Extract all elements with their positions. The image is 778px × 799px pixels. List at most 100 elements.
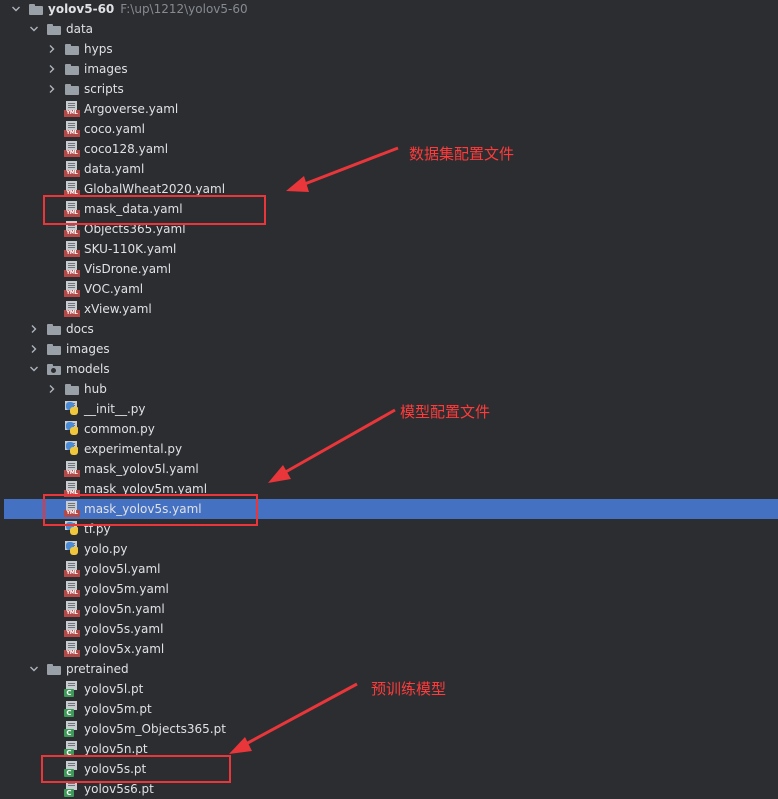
tree-item-models[interactable]: models [0,359,778,379]
highlight-box-mask-data [43,195,266,225]
tree-indent-spacer [46,399,58,419]
yaml-file-icon: YML [64,601,80,617]
tree-indent-spacer [46,459,58,479]
yaml-file-icon: YML [64,501,80,517]
tree-item-label: data.yaml [84,162,145,176]
pt-file-icon: C [64,721,80,737]
root-folder-path: F:\up\1212\yolov5-60 [120,2,248,16]
chevron-right-icon[interactable] [46,59,58,79]
folder-icon [64,41,80,57]
tree-indent-spacer [46,279,58,299]
tree-item-mask-data-yaml[interactable]: YML mask_data.yaml [0,199,778,219]
chevron-down-icon[interactable] [28,659,40,679]
tree-indent-spacer [46,159,58,179]
chevron-right-icon[interactable] [46,39,58,59]
tree-item-label: GlobalWheat2020.yaml [84,182,226,196]
chevron-right-icon[interactable] [46,379,58,399]
tree-item-label: yolov5x.yaml [84,642,165,656]
tree-item-data-yaml[interactable]: YML data.yaml [0,159,778,179]
tree-item-yolov5m-yaml[interactable]: YML yolov5m.yaml [0,579,778,599]
tree-item-label: VisDrone.yaml [84,262,172,276]
yaml-file-icon: YML [64,241,80,257]
yaml-file-icon: YML [64,561,80,577]
tree-item-label: images [66,342,110,356]
folder-icon [64,81,80,97]
package-folder-icon [46,361,62,377]
chevron-down-icon[interactable] [28,359,40,379]
tree-item-label: coco.yaml [84,122,145,136]
tree-item-label: Argoverse.yaml [84,102,179,116]
yaml-file-icon: YML [64,301,80,317]
tree-indent-spacer [46,419,58,439]
tree-item-label: yolov5l.yaml [84,562,161,576]
tree-item-label: yolov5n.pt [84,742,148,756]
tree-indent-spacer [46,559,58,579]
pt-file-icon: C [64,761,80,777]
chevron-right-icon[interactable] [28,339,40,359]
yaml-file-icon: YML [64,201,80,217]
tree-root-yolov5-60[interactable]: yolov5-60 F:\up\1212\yolov5-60 [0,0,778,19]
folder-icon [46,21,62,37]
tree-indent-spacer [46,239,58,259]
tree-item-hyps[interactable]: hyps [0,39,778,59]
chevron-right-icon[interactable] [28,319,40,339]
tree-indent-spacer [46,139,58,159]
tree-item-label: yolov5m.yaml [84,582,169,596]
chevron-down-icon[interactable] [10,0,22,19]
tree-item-images[interactable]: images [0,59,778,79]
python-file-icon [64,421,80,437]
tree-indent-spacer [46,99,58,119]
tree-indent-spacer [46,719,58,739]
tree-item-init-py[interactable]: __init__.py [0,399,778,419]
yaml-file-icon: YML [64,621,80,637]
tree-item-label: hub [84,382,107,396]
pt-file-icon: C [64,681,80,697]
tree-item-docs[interactable]: docs [0,319,778,339]
folder-icon [46,321,62,337]
tree-item-experimental-py[interactable]: experimental.py [0,439,778,459]
chevron-right-icon[interactable] [46,79,58,99]
yaml-file-icon: YML [64,261,80,277]
chevron-down-icon[interactable] [28,19,40,39]
pt-file-icon: C [64,701,80,717]
tree-item-data[interactable]: data [0,19,778,39]
yaml-file-icon: YML [64,161,80,177]
tree-item-yolo-py[interactable]: yolo.py [0,539,778,559]
tree-item-yolov5l-yaml[interactable]: YML yolov5l.yaml [0,559,778,579]
tree-item-label: yolov5m_Objects365.pt [84,722,226,736]
tree-indent-spacer [46,699,58,719]
annotation-model-config: 模型配置文件 [400,403,491,421]
tree-item-label: mask_data.yaml [84,202,183,216]
tree-indent-spacer [46,119,58,139]
tree-item-scripts[interactable]: scripts [0,79,778,99]
tree-item-common-py[interactable]: common.py [0,419,778,439]
tree-item-pretrained[interactable]: pretrained [0,659,778,679]
tree-item-label: common.py [84,422,155,436]
pt-file-icon: C [64,741,80,757]
yaml-file-icon: YML [64,581,80,597]
tree-item-hub[interactable]: hub [0,379,778,399]
pt-file-icon: C [64,781,80,797]
tree-item-images[interactable]: images [0,339,778,359]
tree-item-visdrone-yaml[interactable]: YML VisDrone.yaml [0,259,778,279]
